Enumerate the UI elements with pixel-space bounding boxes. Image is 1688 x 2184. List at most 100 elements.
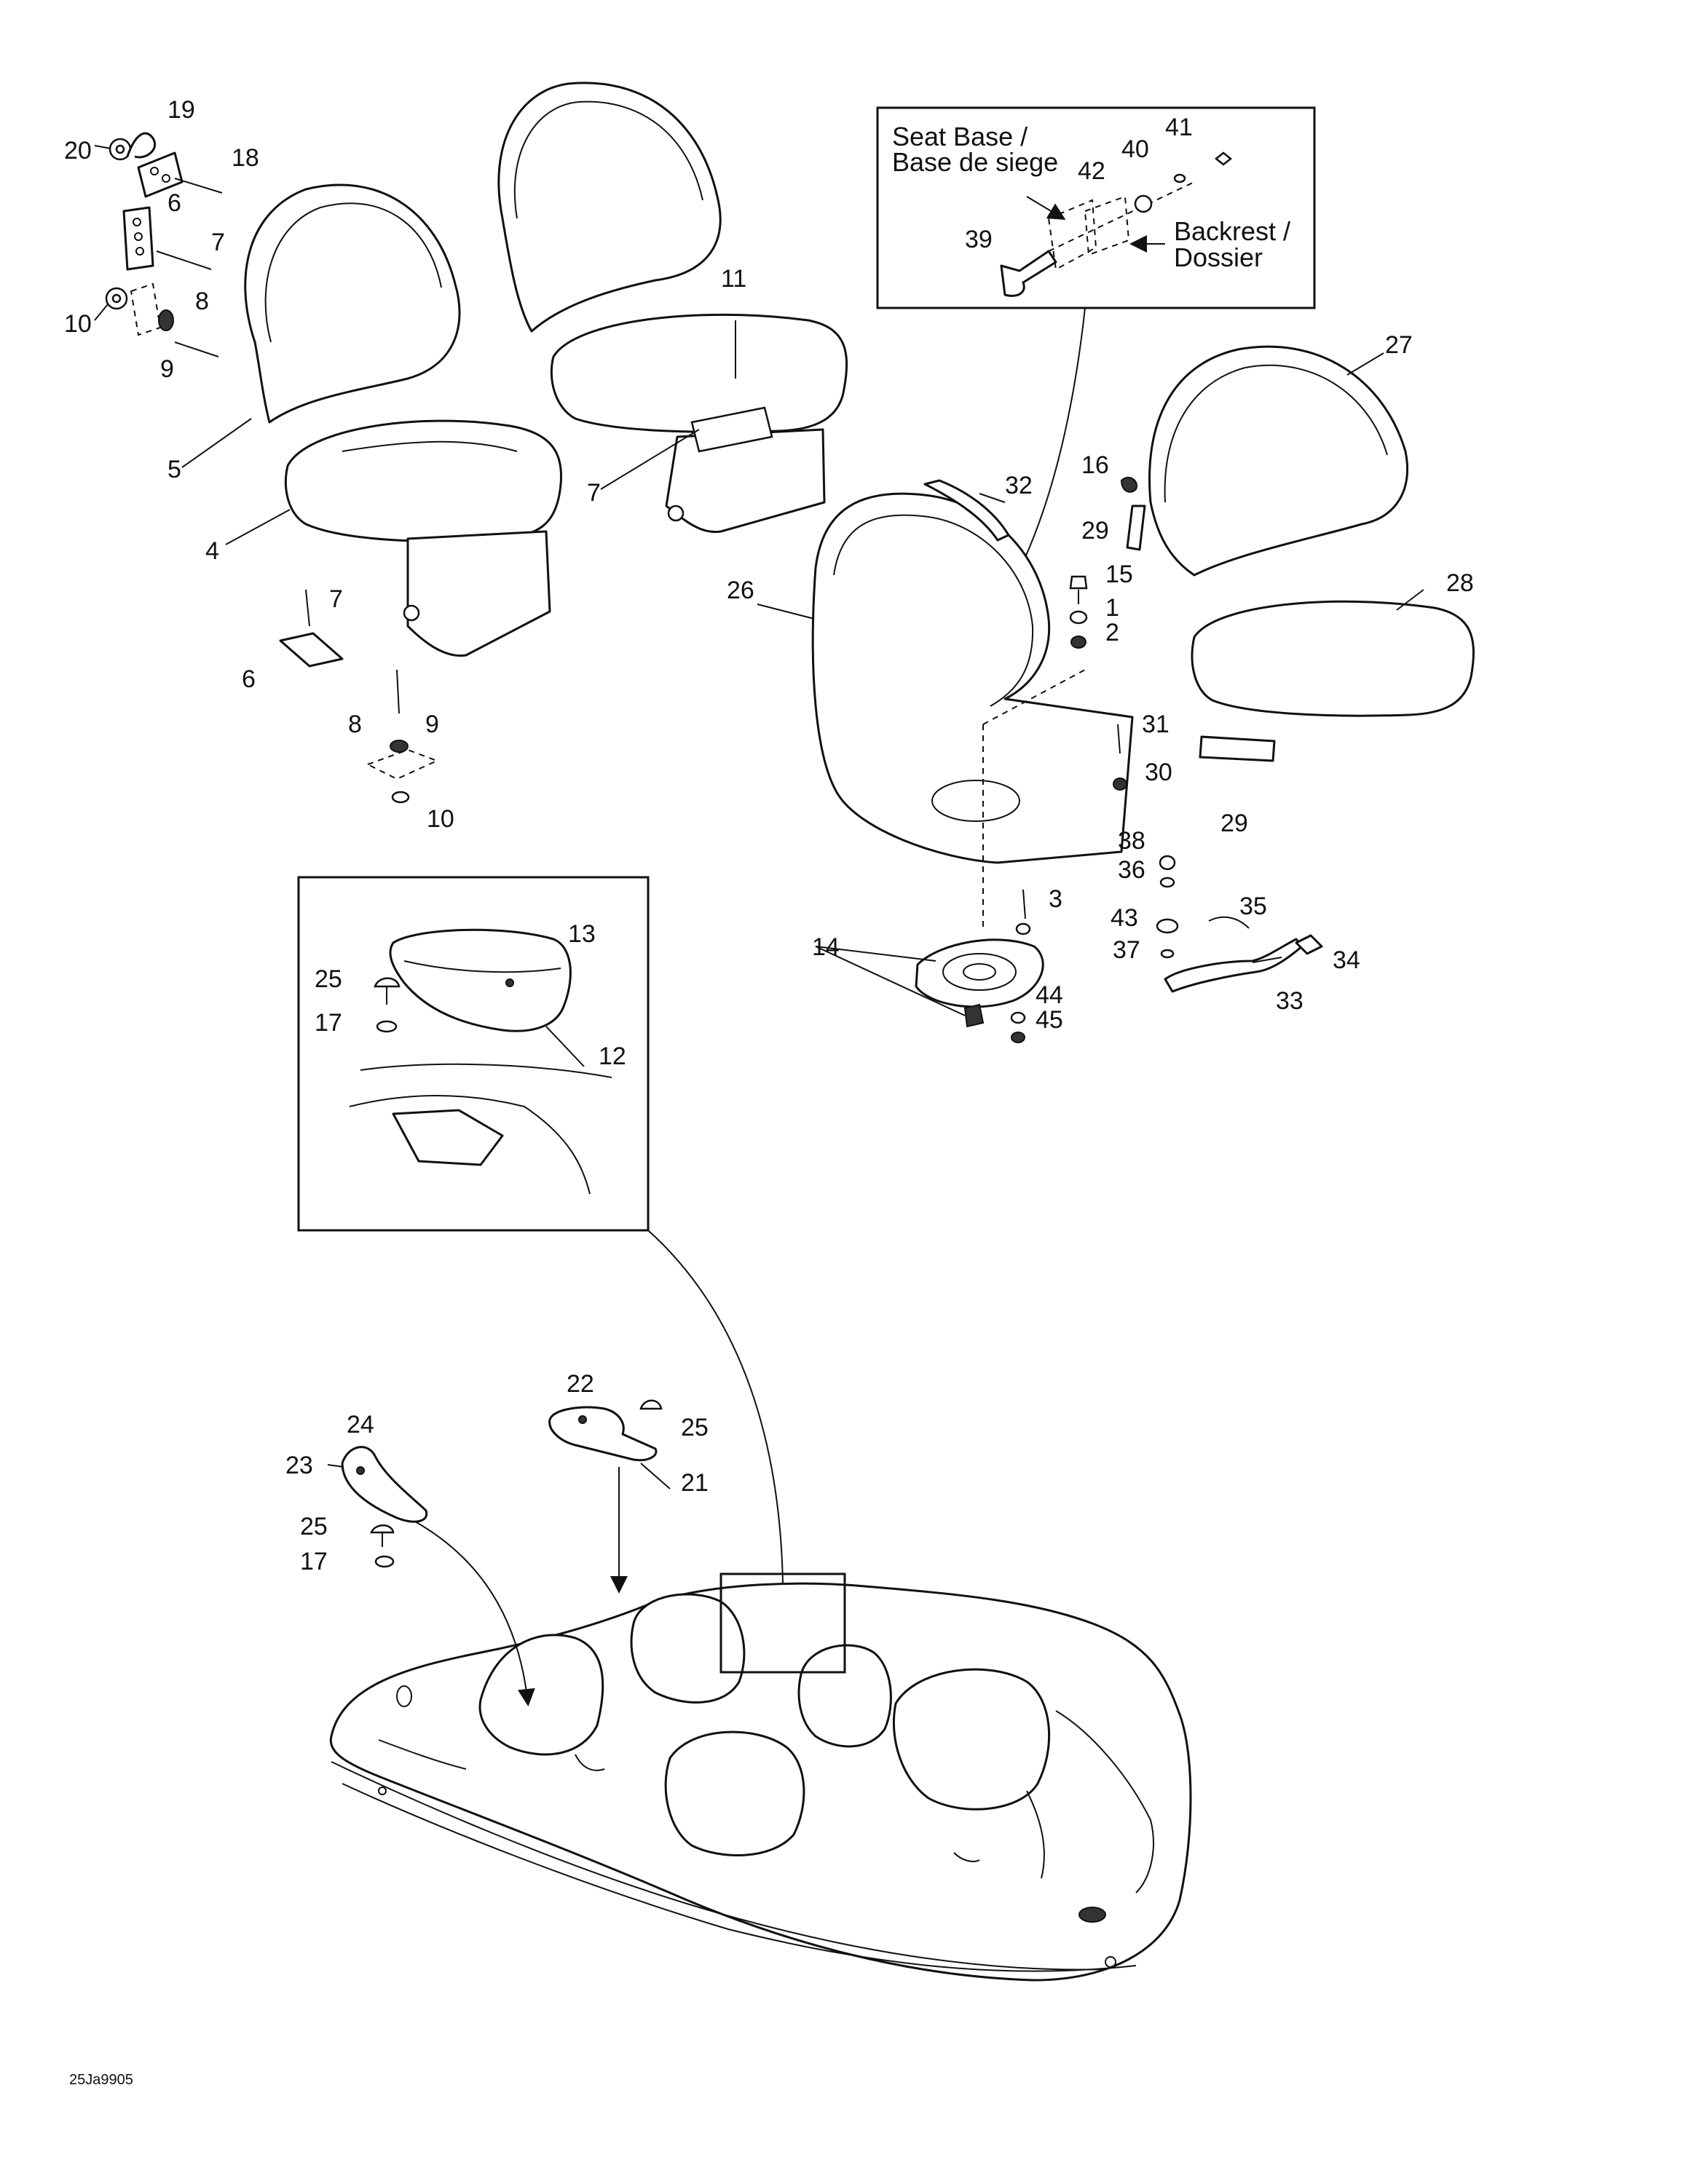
callout-6-upper: 6 bbox=[167, 189, 181, 217]
lever-33 bbox=[1164, 938, 1304, 993]
seat-shell-26 bbox=[811, 492, 1134, 864]
callout-11: 11 bbox=[721, 265, 746, 293]
center-seat-assembly bbox=[497, 82, 848, 534]
seat-pod-center bbox=[664, 1730, 805, 1856]
callout-2: 2 bbox=[1105, 619, 1119, 646]
callout-40: 40 bbox=[1121, 135, 1149, 163]
callout-19: 19 bbox=[167, 96, 195, 124]
callout-23: 23 bbox=[285, 1452, 313, 1479]
cover-13 bbox=[389, 928, 572, 1032]
callout-30: 30 bbox=[1145, 759, 1172, 786]
bolt-39 bbox=[1000, 250, 1057, 297]
callouts: 19 20 18 6 7 8 10 9 5 4 7 6 8 9 10 11 7 … bbox=[64, 96, 1474, 1575]
bolt-15 bbox=[1069, 575, 1088, 590]
callout-42: 42 bbox=[1078, 157, 1105, 185]
callout-43: 43 bbox=[1111, 904, 1138, 932]
callout-7-center: 7 bbox=[587, 479, 601, 507]
callout-4: 4 bbox=[205, 537, 219, 565]
seat-pod-left bbox=[478, 1634, 604, 1756]
pushpin-25-inset bbox=[374, 977, 401, 988]
callout-35: 35 bbox=[1239, 893, 1267, 920]
upper-left-hardware bbox=[105, 132, 223, 357]
callout-45: 45 bbox=[1036, 1006, 1063, 1034]
spring-35 bbox=[1208, 916, 1250, 929]
callout-36: 36 bbox=[1118, 856, 1145, 884]
handle-covers bbox=[341, 1399, 663, 1706]
storage-cover-inset bbox=[297, 876, 784, 1584]
callout-25-upper: 25 bbox=[681, 1414, 709, 1441]
callout-37: 37 bbox=[1113, 936, 1140, 964]
inset-frame-bottom bbox=[297, 876, 650, 1232]
callout-5: 5 bbox=[167, 456, 181, 483]
center-seat-base bbox=[665, 428, 826, 534]
center-backrest bbox=[497, 82, 722, 333]
callout-8-upper: 8 bbox=[195, 288, 209, 315]
seat-base-inset: Seat Base / Base de siege Backrest / Dos… bbox=[876, 106, 1316, 704]
callout-6-lower: 6 bbox=[242, 665, 256, 693]
seat-base-note-line1: Seat Base / bbox=[892, 122, 1028, 151]
callout-29-lower: 29 bbox=[1220, 810, 1248, 837]
cover-22 bbox=[548, 1406, 658, 1462]
left-seat-assembly bbox=[244, 183, 563, 657]
seat-pod-center-left bbox=[630, 1593, 746, 1704]
callout-9-lower: 9 bbox=[425, 711, 439, 738]
callout-20: 20 bbox=[64, 137, 92, 165]
diagram-code: 25Ja9905 bbox=[69, 2072, 133, 2088]
callout-1: 1 bbox=[1105, 594, 1119, 622]
plate-18 bbox=[137, 151, 184, 198]
callout-31: 31 bbox=[1142, 711, 1170, 738]
lower-left-hardware bbox=[279, 589, 439, 804]
velcro-29-right bbox=[1199, 735, 1276, 762]
leader-lines bbox=[94, 145, 1424, 1489]
left-backrest bbox=[244, 183, 461, 424]
callout-14: 14 bbox=[812, 933, 840, 961]
seat-pod-right bbox=[892, 1668, 1051, 1811]
callout-22: 22 bbox=[567, 1370, 594, 1398]
callout-32: 32 bbox=[1005, 472, 1033, 499]
inset-frame-top bbox=[876, 106, 1316, 309]
callout-7-lower: 7 bbox=[329, 585, 343, 613]
callout-27: 27 bbox=[1385, 331, 1413, 359]
strap-29-upper bbox=[1126, 505, 1146, 551]
swivel-base bbox=[915, 938, 1044, 1043]
backrest-note-line1: Backrest / bbox=[1174, 216, 1290, 246]
callout-28: 28 bbox=[1446, 569, 1474, 597]
backrest-note-line2: Dossier bbox=[1174, 242, 1263, 272]
callout-24: 24 bbox=[347, 1411, 374, 1439]
callout-7-upper: 7 bbox=[211, 229, 225, 256]
strip-32 bbox=[923, 479, 1010, 542]
pushpin-25-lower bbox=[370, 1524, 395, 1534]
callout-17-inset: 17 bbox=[315, 1009, 342, 1037]
center-seat-bracket bbox=[690, 406, 773, 453]
detail-frame bbox=[719, 1572, 846, 1674]
seat-shell-opening bbox=[931, 780, 1020, 822]
callout-21: 21 bbox=[681, 1469, 709, 1497]
callout-17-lower: 17 bbox=[300, 1548, 328, 1575]
storage-opening bbox=[392, 1109, 504, 1166]
swivel-plate-14 bbox=[915, 938, 1044, 1008]
left-seat-cushion bbox=[285, 419, 563, 542]
right-seat-assembly bbox=[811, 345, 1475, 932]
hull-light bbox=[1078, 1907, 1106, 1923]
callout-12: 12 bbox=[599, 1042, 626, 1070]
cover-24 bbox=[341, 1446, 428, 1523]
seat-cushion-28 bbox=[1191, 600, 1475, 717]
callout-3: 3 bbox=[1049, 885, 1062, 913]
callout-15: 15 bbox=[1105, 561, 1133, 588]
callout-34: 34 bbox=[1333, 946, 1360, 974]
callout-25-inset: 25 bbox=[315, 965, 342, 993]
bracket-6-lower bbox=[279, 632, 344, 668]
pushpin-25-upper bbox=[639, 1399, 663, 1410]
callout-44: 44 bbox=[1036, 981, 1063, 1009]
cable-34 bbox=[1295, 934, 1323, 955]
callout-8-lower: 8 bbox=[348, 711, 362, 738]
center-seat-cushion bbox=[550, 313, 848, 433]
left-seat-base bbox=[406, 530, 551, 657]
callout-29-upper: 29 bbox=[1081, 517, 1109, 545]
callout-10-upper: 10 bbox=[64, 310, 92, 338]
callout-38: 38 bbox=[1118, 827, 1145, 855]
callout-33: 33 bbox=[1276, 987, 1304, 1015]
callout-9-upper: 9 bbox=[160, 355, 174, 383]
callout-13: 13 bbox=[568, 920, 596, 948]
